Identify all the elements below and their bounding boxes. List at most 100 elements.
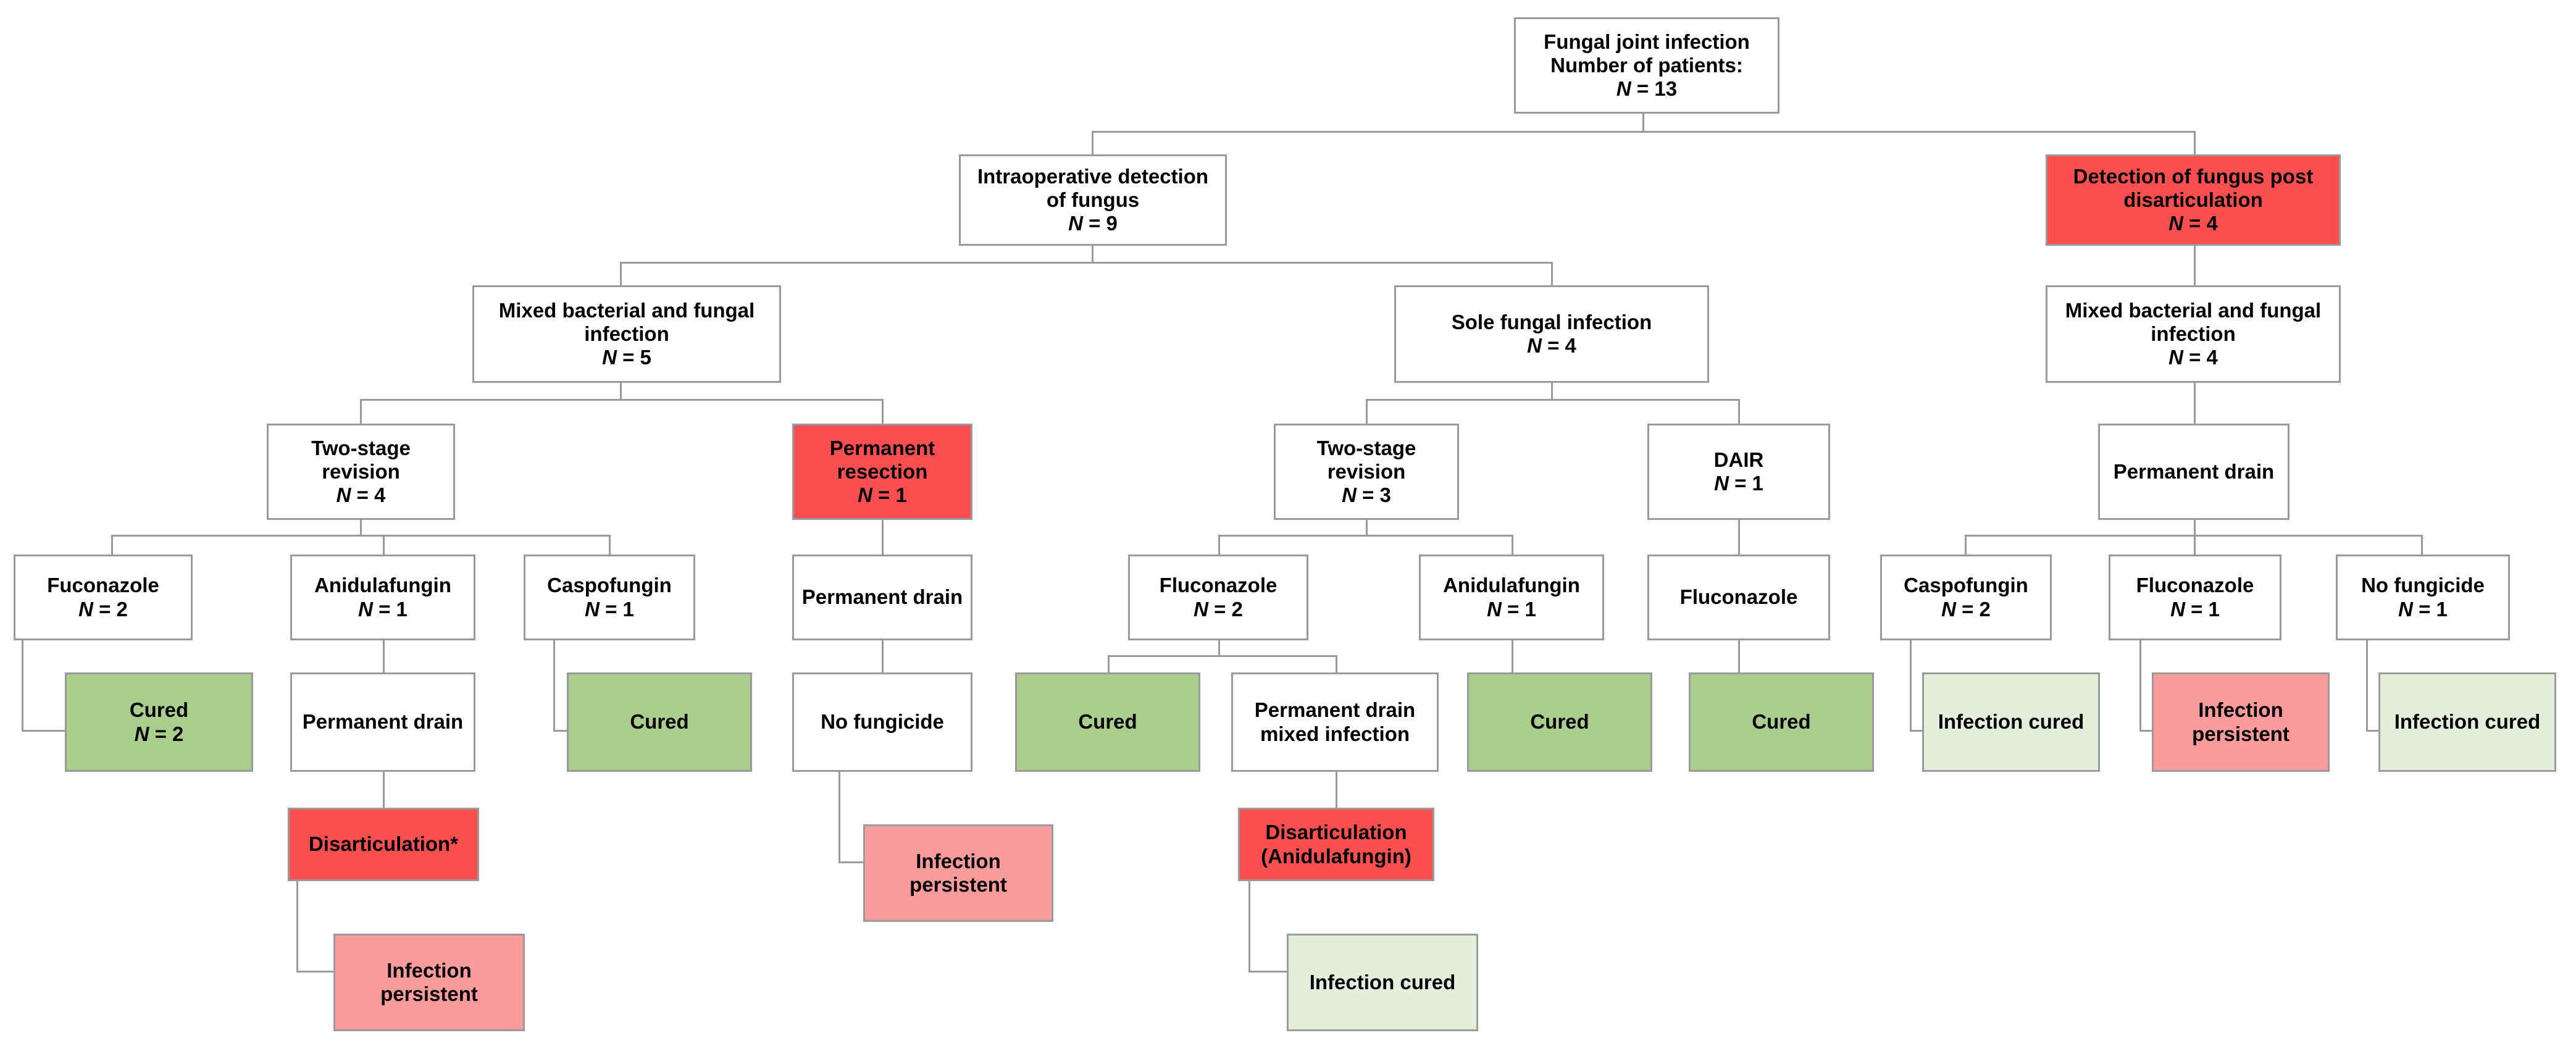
node-disarticulation-star[interactable]: Disarticulation*: [288, 808, 479, 881]
node-permresection-value: N = 1: [858, 483, 907, 507]
edge-to-anidulafungin1a: [383, 535, 385, 555]
node-root[interactable]: Fungal joint infection Number of patient…: [1514, 17, 1779, 114]
node-infection-cured-caspofungin2[interactable]: Infection cured: [1922, 672, 2100, 772]
edge-disartanid-elbow-h: [1248, 971, 1287, 973]
node-curedfluc2-line1: Cured: [1078, 710, 1137, 734]
edge-to-permresection: [882, 399, 884, 424]
node-caspofungin-n2[interactable]: Caspofungin N = 2: [1880, 555, 2052, 640]
edge-to-intraop: [1092, 131, 1094, 154]
node-caspofungin2-value: N = 2: [1941, 597, 1991, 621]
node-fuconazole2-value: N = 2: [78, 597, 128, 621]
edge-antifungal-left-bus: [111, 535, 609, 537]
node-intraop-line1: Intraoperative detection: [977, 164, 1209, 188]
node-twostage4-line2: revision: [322, 459, 400, 483]
node-sole-fungal-infection[interactable]: Sole fungal infection N = 4: [1394, 285, 1709, 383]
node-anidulafungin1a-line1: Anidulafungin: [314, 574, 451, 597]
node-curedcasp-line1: Cured: [630, 710, 689, 734]
node-cured-anidulafungin[interactable]: Cured: [1467, 672, 1652, 772]
node-permdrainright-line1: Permanent drain: [2113, 459, 2275, 483]
node-mixedleft-line2: infection: [584, 322, 669, 345]
node-detection-post-disarticulation[interactable]: Detection of fungus post disarticulation…: [2046, 154, 2341, 246]
node-permanent-drain-resection[interactable]: Permanent drain: [792, 555, 972, 640]
node-disarticulation-anidulafungin[interactable]: Disarticulation (Anidulafungin): [1238, 808, 1434, 881]
node-infpersistres-line2: persistent: [910, 873, 1007, 896]
node-twostage3-line2: revision: [1327, 459, 1406, 483]
node-anidulafungin1b-value: N = 1: [1487, 597, 1536, 621]
node-nofungicideres-line1: No fungicide: [821, 710, 944, 734]
node-fuconazole-n2[interactable]: Fuconazole N = 2: [14, 555, 193, 640]
edge-caspofungin2-elbow-v: [1910, 640, 1912, 732]
edge-fluconazole1-elbow-v: [2139, 640, 2141, 732]
node-permresection-line2: resection: [837, 459, 928, 483]
node-mixedright-value: N = 4: [2168, 346, 2218, 369]
node-infection-persistent-resection[interactable]: Infection persistent: [863, 824, 1053, 922]
node-disartanid-line2: (Anidulafungin): [1261, 844, 1411, 868]
node-cured-fluconazole2[interactable]: Cured: [1015, 672, 1200, 772]
node-curedn2-line1: Cured: [129, 698, 189, 722]
edge-level3-bus: [620, 262, 1552, 264]
edge-to-sole-fungal: [1551, 262, 1553, 285]
node-two-stage-revision-n3[interactable]: Two-stage revision N = 3: [1274, 424, 1459, 520]
edge-to-fluconazole2: [1218, 535, 1220, 555]
node-caspofungin-n1[interactable]: Caspofungin N = 1: [524, 555, 695, 640]
node-cured-caspofungin[interactable]: Cured: [567, 672, 752, 772]
edge-fuconazole2-elbow-v: [22, 640, 23, 732]
edge-to-fuconazole2: [111, 535, 113, 555]
edge-caspofungin2-elbow-h: [1910, 730, 1922, 732]
edge-fluconazole1-elbow-h: [2139, 730, 2152, 732]
node-twostage3-line1: Two-stage: [1316, 436, 1416, 459]
node-permanent-drain-mixed-infection[interactable]: Permanent drain mixed infection: [1231, 672, 1439, 772]
node-infpersistfluc1-line2: persistent: [2192, 722, 2290, 745]
node-intraoperative-detection[interactable]: Intraoperative detection of fungus N = 9: [959, 154, 1227, 246]
node-infection-cured-nofungicide[interactable]: Infection cured: [2378, 672, 2556, 772]
edge-fluconazole2-stem: [1218, 640, 1220, 656]
node-fluconazole2-line1: Fluconazole: [1159, 574, 1278, 597]
node-permanent-drain-right[interactable]: Permanent drain: [2098, 424, 2290, 520]
node-infection-persistent-disarticulation[interactable]: Infection persistent: [333, 934, 525, 1031]
node-disartstar-line1: Disarticulation*: [308, 832, 459, 856]
node-mixedright-line2: infection: [2151, 322, 2236, 345]
node-mixed-bacterial-fungal-left[interactable]: Mixed bacterial and fungal infection N =…: [472, 285, 781, 383]
node-intraop-line2: of fungus: [1046, 188, 1140, 211]
node-solefungal-value: N = 4: [1527, 334, 1576, 357]
node-fluconazole-n2[interactable]: Fluconazole N = 2: [1128, 555, 1308, 640]
edge-postdisart-to-mixedright: [2194, 246, 2196, 285]
edge-to-caspofungin2: [1965, 535, 1967, 555]
edge-dair-to-fluconazole: [1738, 520, 1740, 555]
edge-fuconazole2-elbow-h: [22, 730, 65, 732]
node-permanent-resection[interactable]: Permanent resection N = 1: [792, 424, 972, 520]
edge-twostage3-stem: [1366, 520, 1368, 536]
edge-anidulafungin1a-to-permdrain: [383, 640, 385, 672]
node-twostage3-value: N = 3: [1342, 483, 1391, 507]
edge-to-dair: [1738, 399, 1740, 424]
edge-to-nofungicide1: [2421, 535, 2423, 555]
node-disartanid-line1: Disarticulation: [1265, 821, 1407, 844]
edge-solefungal-stem: [1551, 383, 1553, 400]
edge-root-stem: [1642, 114, 1644, 132]
node-mixedleft-value: N = 5: [602, 346, 651, 369]
node-permanent-drain-anidulafungin[interactable]: Permanent drain: [290, 672, 475, 772]
node-infection-cured-disarticulation-anidulafungin[interactable]: Infection cured: [1287, 934, 1478, 1031]
edge-to-post-disart: [2194, 131, 2196, 154]
node-no-fungicide-n1[interactable]: No fungicide N = 1: [2336, 555, 2510, 640]
edge-permdrainres-to-nofungicide: [882, 640, 884, 672]
node-twostage4-line1: Two-stage: [311, 436, 411, 459]
node-cured-n2[interactable]: Cured N = 2: [65, 672, 253, 772]
node-two-stage-revision-n4[interactable]: Two-stage revision N = 4: [267, 424, 455, 520]
node-infection-persistent-fluconazole1[interactable]: Infection persistent: [2152, 672, 2330, 772]
edge-nofungicideres-elbow-v: [838, 772, 840, 863]
node-mixed-bacterial-fungal-right[interactable]: Mixed bacterial and fungal infection N =…: [2046, 285, 2341, 383]
node-permdrainmixed-line2: mixed infection: [1260, 722, 1410, 745]
edge-permdrainmixed-to-disartanid: [1336, 772, 1337, 808]
node-fuconazole2-line1: Fuconazole: [47, 574, 159, 597]
node-anidulafungin-n1-mid[interactable]: Anidulafungin N = 1: [1419, 555, 1604, 640]
node-solefungal-line1: Sole fungal infection: [1451, 310, 1652, 333]
node-postdisart-line2: disarticulation: [2123, 188, 2263, 211]
node-dair[interactable]: DAIR N = 1: [1647, 424, 1830, 520]
node-anidulafungin-n1-left[interactable]: Anidulafungin N = 1: [290, 555, 475, 640]
node-twostage4-value: N = 4: [336, 483, 386, 507]
node-fluconazole-dair[interactable]: Fluconazole: [1647, 555, 1830, 640]
node-no-fungicide-resection[interactable]: No fungicide: [792, 672, 972, 772]
node-cured-dair[interactable]: Cured: [1689, 672, 1874, 772]
node-fluconazole-n1[interactable]: Fluconazole N = 1: [2109, 555, 2281, 640]
